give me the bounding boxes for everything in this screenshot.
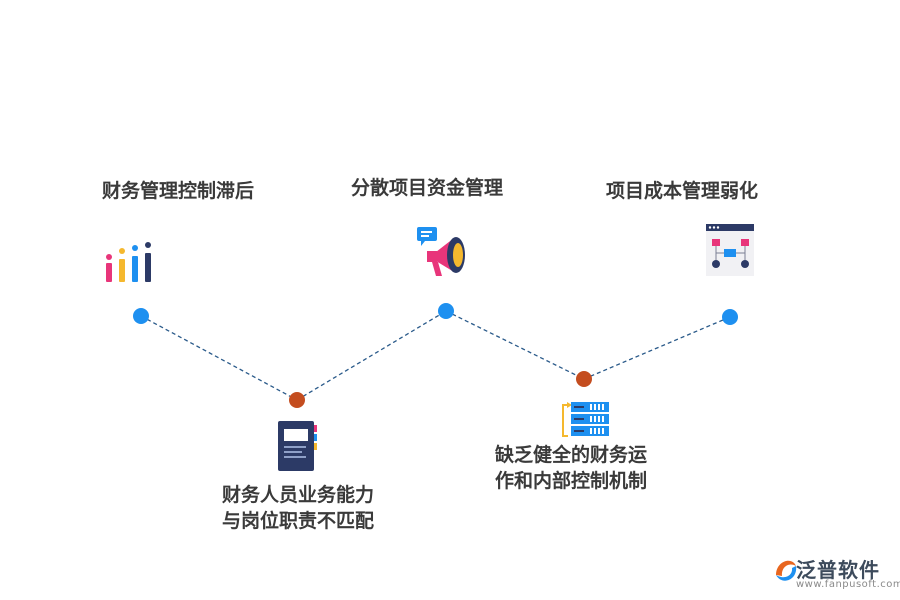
server-rack-icon [562, 402, 609, 437]
fanpu-logo-icon [776, 560, 797, 581]
connector-2 [296, 310, 447, 401]
node-dot-top2 [438, 303, 454, 319]
brand-url: www.fanpusoft.com [796, 579, 900, 590]
brand-name: 泛普软件 [796, 558, 880, 582]
node-label-bottom1: 财务人员业务能力 与岗位职责不匹配 [208, 482, 388, 534]
node-label-top1: 财务管理控制滞后 [102, 180, 255, 202]
node-label-bottom2-line1: 缺乏健全的财务运 [495, 444, 648, 466]
node-dot-top1 [133, 308, 149, 324]
connector-3 [445, 310, 585, 380]
megaphone-icon [417, 227, 465, 276]
brand-logo: 泛普软件 www.fanpusoft.com [766, 552, 900, 596]
node-label-bottom2: 缺乏健全的财务运 作和内部控制机制 [495, 442, 647, 494]
node-dot-bottom2 [576, 371, 592, 387]
connector-4 [583, 316, 731, 380]
bar-chart-icon [106, 242, 151, 282]
node-label-bottom2-line2: 作和内部控制机制 [495, 470, 648, 492]
connector-lines [140, 310, 731, 401]
node-label-bottom1-line1: 财务人员业务能力 [221, 484, 374, 506]
flowchart-window-icon [706, 224, 754, 276]
node-dot-bottom1 [289, 392, 305, 408]
connector-1 [140, 315, 298, 401]
document-icon [278, 421, 317, 471]
node-label-bottom1-line2: 与岗位职责不匹配 [221, 510, 374, 532]
node-label-top2: 分散项目资金管理 [351, 177, 504, 199]
node-label-top3: 项目成本管理弱化 [606, 180, 759, 202]
node-dot-top3 [722, 309, 738, 325]
